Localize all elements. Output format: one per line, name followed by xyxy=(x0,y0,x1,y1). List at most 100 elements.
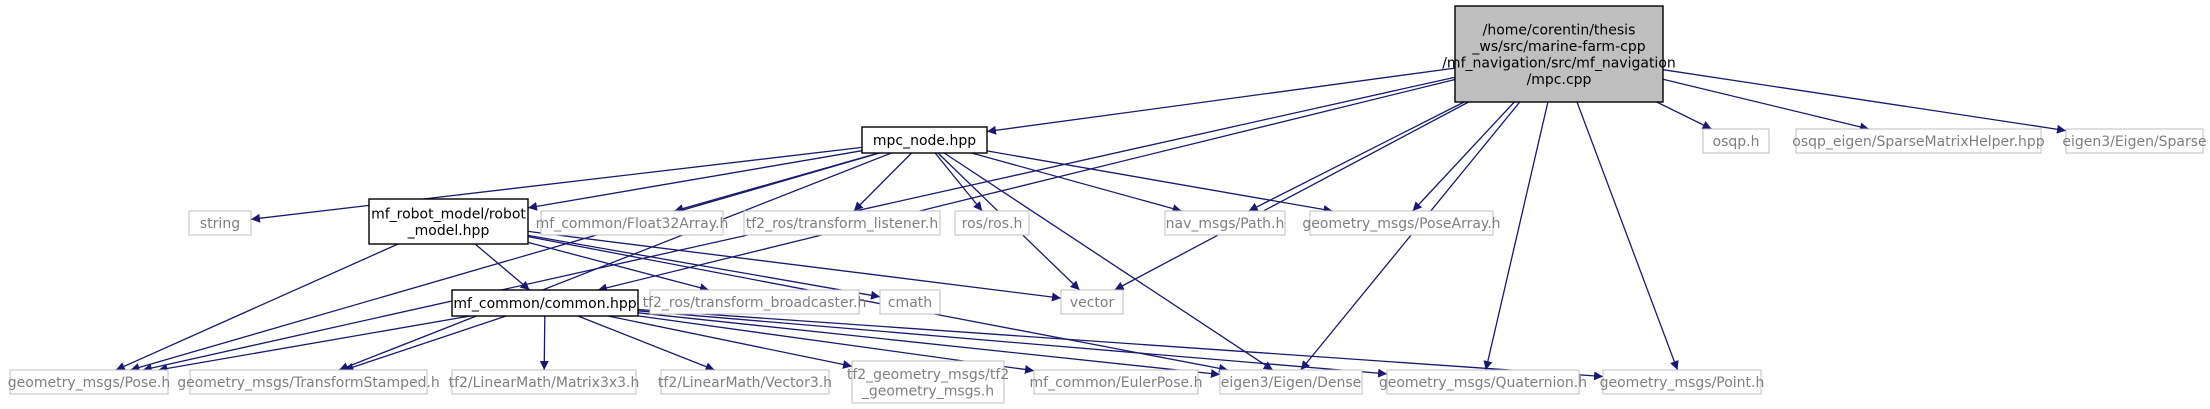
node-osqp_eigen: osqp_eigen/SparseMatrixHelper.hpp xyxy=(1792,128,2045,154)
node-label: /home/corentin/thesis xyxy=(1483,22,1636,38)
node-eigen_sparse: eigen3/Eigen/Sparse xyxy=(2062,128,2207,154)
edge-mpc_node_hpp-to-eigen_dense xyxy=(943,152,1274,371)
edge-robot_model-to-cmath xyxy=(527,234,881,300)
node-label: cmath xyxy=(888,295,932,311)
node-vector: vector xyxy=(1060,289,1124,315)
edge-mpc_cpp-to-eigen_dense xyxy=(1300,101,1521,371)
node-label: osqp_eigen/SparseMatrixHelper.hpp xyxy=(1792,134,2045,150)
node-box xyxy=(9,369,169,395)
node-box xyxy=(451,289,639,317)
node-transform_stamped: geometry_msgs/TransformStamped.h xyxy=(177,369,440,395)
node-box xyxy=(368,198,529,245)
node-label: tf2/LinearMath/Matrix3x3.h xyxy=(449,375,640,391)
nodes-layer: /home/corentin/thesis_ws/src/marine-farm… xyxy=(8,5,2207,404)
edge-common_hpp-to-tf2_geometry_msgs xyxy=(607,315,853,369)
node-box xyxy=(660,369,830,395)
node-label: mf_common/common.hpp xyxy=(453,296,636,312)
node-box xyxy=(743,210,941,236)
node-label: nav_msgs/Path.h xyxy=(1166,216,1285,232)
node-mpc_node_hpp[interactable]: mpc_node.hpp xyxy=(861,126,988,154)
edge-robot_model-to-eigen_dense xyxy=(527,235,1229,373)
node-cmath: cmath xyxy=(879,289,941,315)
edge-mpc_cpp-to-pose_array xyxy=(1412,101,1515,212)
node-float32: mf_common/Float32Array.h xyxy=(536,210,729,236)
edge-mpc_cpp-to-nav_path xyxy=(1248,101,1465,212)
edge-mpc_node_hpp-to-ros_h xyxy=(934,152,983,212)
node-robot_model[interactable]: mf_robot_model/robot_model.hpp xyxy=(368,198,529,245)
node-box xyxy=(1033,369,1199,395)
node-box xyxy=(1602,369,1762,395)
edge-mpc_cpp-to-eigen_sparse xyxy=(1662,69,2067,134)
node-pose_array: geometry_msgs/PoseArray.h xyxy=(1302,210,1501,236)
node-box xyxy=(2065,128,2204,154)
node-label: _ws/src/marine-farm-cpp xyxy=(1471,39,1645,55)
node-label: tf2/LinearMath/Vector3.h xyxy=(658,375,832,391)
edge-mpc_cpp-to-osqp xyxy=(1656,101,1712,130)
node-label: _geometry_msgs.h xyxy=(861,383,994,399)
edge-robot_model-to-common_hpp xyxy=(474,243,531,291)
node-label: tf2_ros/transform_broadcaster.h xyxy=(643,295,867,311)
node-euler_pose: mf_common/EulerPose.h xyxy=(1030,369,1203,395)
edge-mpc_node_hpp-to-pose_h xyxy=(130,152,880,372)
node-label: mf_robot_model/robot xyxy=(371,206,526,222)
edge-common_hpp-to-pose_h xyxy=(158,315,471,373)
edge-mpc_node_hpp-to-robot_model xyxy=(527,150,863,211)
edge-mpc_node_hpp-to-string xyxy=(250,146,863,223)
node-label: geometry_msgs/TransformStamped.h xyxy=(177,375,440,391)
node-box xyxy=(189,369,428,395)
node-quaternion: geometry_msgs/Quaternion.h xyxy=(1379,369,1587,395)
node-eigen_dense: eigen3/Eigen/Dense xyxy=(1219,369,1363,395)
node-string: string xyxy=(188,210,252,236)
edge-mpc_cpp-to-common_hpp xyxy=(597,78,1456,293)
node-box xyxy=(879,289,941,315)
node-label: mpc_node.hpp xyxy=(873,133,976,149)
edge-common_hpp-to-eigen_dense xyxy=(637,312,1221,379)
node-box xyxy=(451,369,637,395)
edge-common_hpp-to-point_h xyxy=(637,308,1604,381)
edge-common_hpp-to-vector3 xyxy=(577,315,715,371)
edge-mpc_node_hpp-to-nav_path xyxy=(971,152,1182,213)
node-label: /mf_navigation/src/mf_navigation xyxy=(1442,55,1676,71)
node-box xyxy=(1386,369,1580,395)
node-label: ros/ros.h xyxy=(962,216,1023,232)
node-osqp: osqp.h xyxy=(1702,128,1770,154)
node-label: mf_common/Float32Array.h xyxy=(536,216,729,232)
node-box xyxy=(1309,210,1494,236)
node-label: geometry_msgs/Pose.h xyxy=(8,375,170,391)
edge-robot_model-to-tf_broadcaster xyxy=(527,241,710,293)
node-matrix3x3: tf2/LinearMath/Matrix3x3.h xyxy=(449,369,640,395)
node-box xyxy=(861,126,988,154)
edge-mpc_node_hpp-to-tf_listener xyxy=(853,152,913,212)
edge-mpc_cpp-to-quaternion xyxy=(1483,101,1549,371)
edges-layer xyxy=(115,67,2067,381)
edge-mpc_cpp-to-osqp_eigen xyxy=(1662,78,1870,132)
node-common_hpp[interactable]: mf_common/common.hpp xyxy=(451,289,639,317)
node-label: vector xyxy=(1070,295,1115,311)
node-label: _model.hpp xyxy=(407,223,490,239)
edge-mpc_node_hpp-to-pose_array xyxy=(986,150,1333,214)
node-label: eigen3/Eigen/Dense xyxy=(1221,375,1362,391)
edge-robot_model-to-pose_h xyxy=(115,243,399,371)
edge-common_hpp-to-transform_stamped xyxy=(344,315,507,372)
node-point_h: geometry_msgs/Point.h xyxy=(1600,369,1765,395)
edge-mpc_cpp-to-vector xyxy=(1114,101,1469,291)
node-box xyxy=(954,210,1030,236)
node-label: geometry_msgs/PoseArray.h xyxy=(1302,216,1500,232)
edge-mpc_cpp-to-mpc_node_hpp xyxy=(986,67,1456,135)
node-tf_listener: tf2_ros/transform_listener.h xyxy=(743,210,941,236)
node-mpc_cpp[interactable]: /home/corentin/thesis_ws/src/marine-farm… xyxy=(1442,5,1676,103)
node-vector3: tf2/LinearMath/Vector3.h xyxy=(658,369,832,395)
node-box xyxy=(851,360,1005,404)
node-box xyxy=(1454,5,1664,103)
node-label: mf_common/EulerPose.h xyxy=(1030,375,1203,391)
node-box xyxy=(1702,128,1770,154)
node-box xyxy=(1060,289,1124,315)
node-ros_h: ros/ros.h xyxy=(954,210,1030,236)
node-label: geometry_msgs/Point.h xyxy=(1600,375,1765,391)
edge-mpc_node_hpp-to-transform_stamped xyxy=(338,152,892,371)
node-box xyxy=(649,289,860,315)
node-tf2_geometry_msgs: tf2_geometry_msgs/tf2_geometry_msgs.h xyxy=(847,360,1009,404)
edge-common_hpp-to-quaternion xyxy=(637,310,1388,378)
node-pose_h: geometry_msgs/Pose.h xyxy=(8,369,170,395)
